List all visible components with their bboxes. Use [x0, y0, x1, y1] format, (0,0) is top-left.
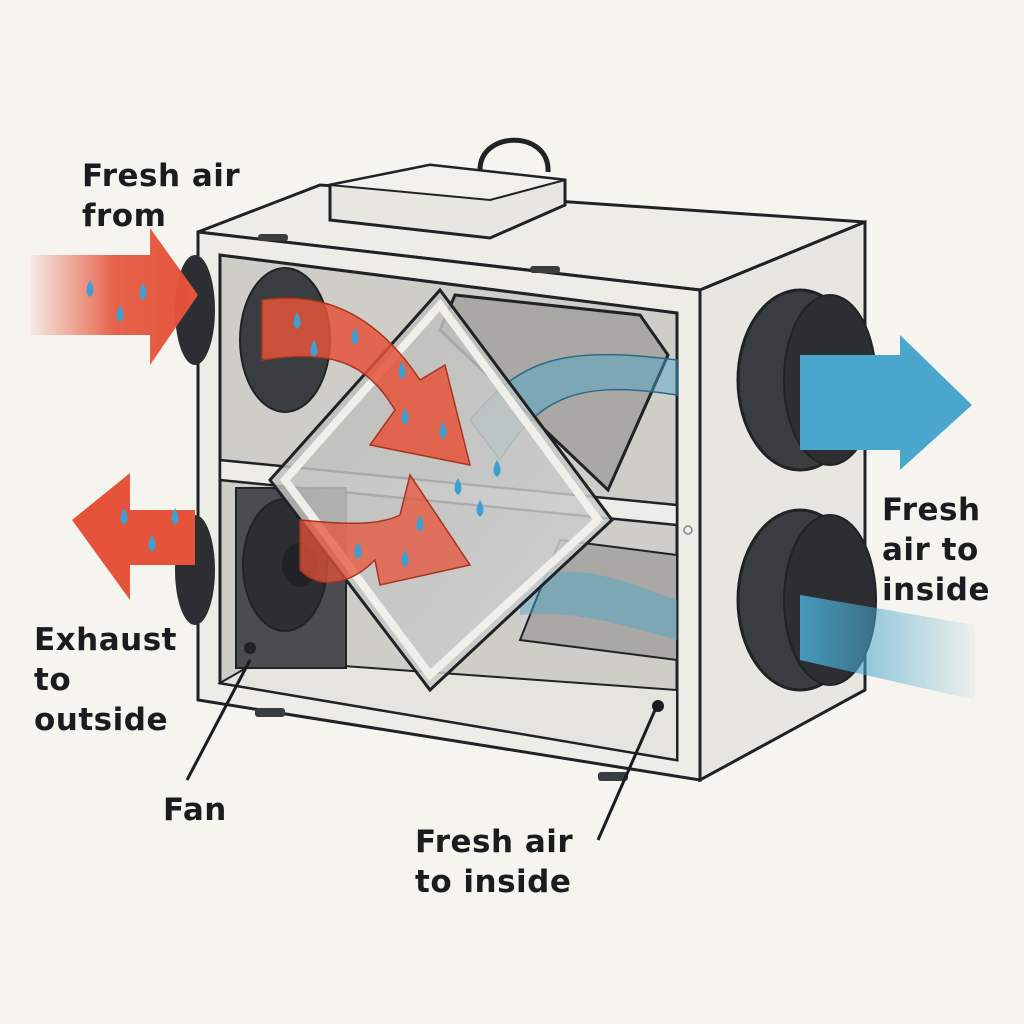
water-drop-icon — [351, 328, 359, 345]
water-drop-icon — [454, 478, 462, 495]
label-fan: Fan — [163, 792, 227, 828]
exhaust-out-arrow — [72, 473, 195, 600]
cool-air-stream-bottom — [520, 571, 677, 640]
water-drop-icon — [439, 422, 447, 439]
fresh-air-in-arrow — [30, 228, 198, 365]
label-fresh-air-to-inside-bottom: Fresh air to inside — [415, 824, 574, 900]
foot — [598, 772, 628, 781]
water-drop-icon — [86, 280, 94, 297]
warm-air-stream-intake — [261, 297, 472, 466]
water-drop-icon — [310, 340, 318, 357]
warm-air-stream-exhaust — [299, 473, 472, 586]
label-fresh-air-from: Fresh air from — [82, 158, 241, 234]
fresh-air-leader-line — [596, 709, 657, 841]
water-drop-icon — [171, 508, 179, 525]
supply-air-out-arrow-top — [800, 335, 972, 470]
water-drop-icon — [120, 508, 128, 525]
clip — [258, 234, 288, 241]
screw — [683, 525, 693, 535]
water-drop-icon — [398, 362, 406, 379]
fan-leader-line — [185, 659, 252, 781]
label-fresh-air-to-inside-right: Fresh air to inside — [882, 492, 990, 608]
water-drop-icon — [476, 500, 484, 517]
water-drop-icon — [148, 535, 156, 552]
control-box — [328, 137, 567, 240]
water-drop-icon — [416, 515, 424, 532]
clip — [530, 266, 560, 273]
water-drop-icon — [293, 312, 301, 329]
water-drop-icon — [139, 283, 147, 300]
label-exhaust-to-outside: Exhaust to outside — [34, 622, 177, 738]
water-drop-icon — [401, 550, 409, 567]
water-drop-icon — [493, 460, 501, 477]
water-drop-icon — [116, 305, 124, 322]
water-drops — [86, 280, 501, 567]
heat-exchanger-core — [268, 287, 615, 693]
water-drop-icon — [354, 542, 362, 559]
water-drop-icon — [401, 408, 409, 425]
supply-air-out-arrow-bottom — [800, 595, 975, 700]
foot — [255, 708, 285, 717]
